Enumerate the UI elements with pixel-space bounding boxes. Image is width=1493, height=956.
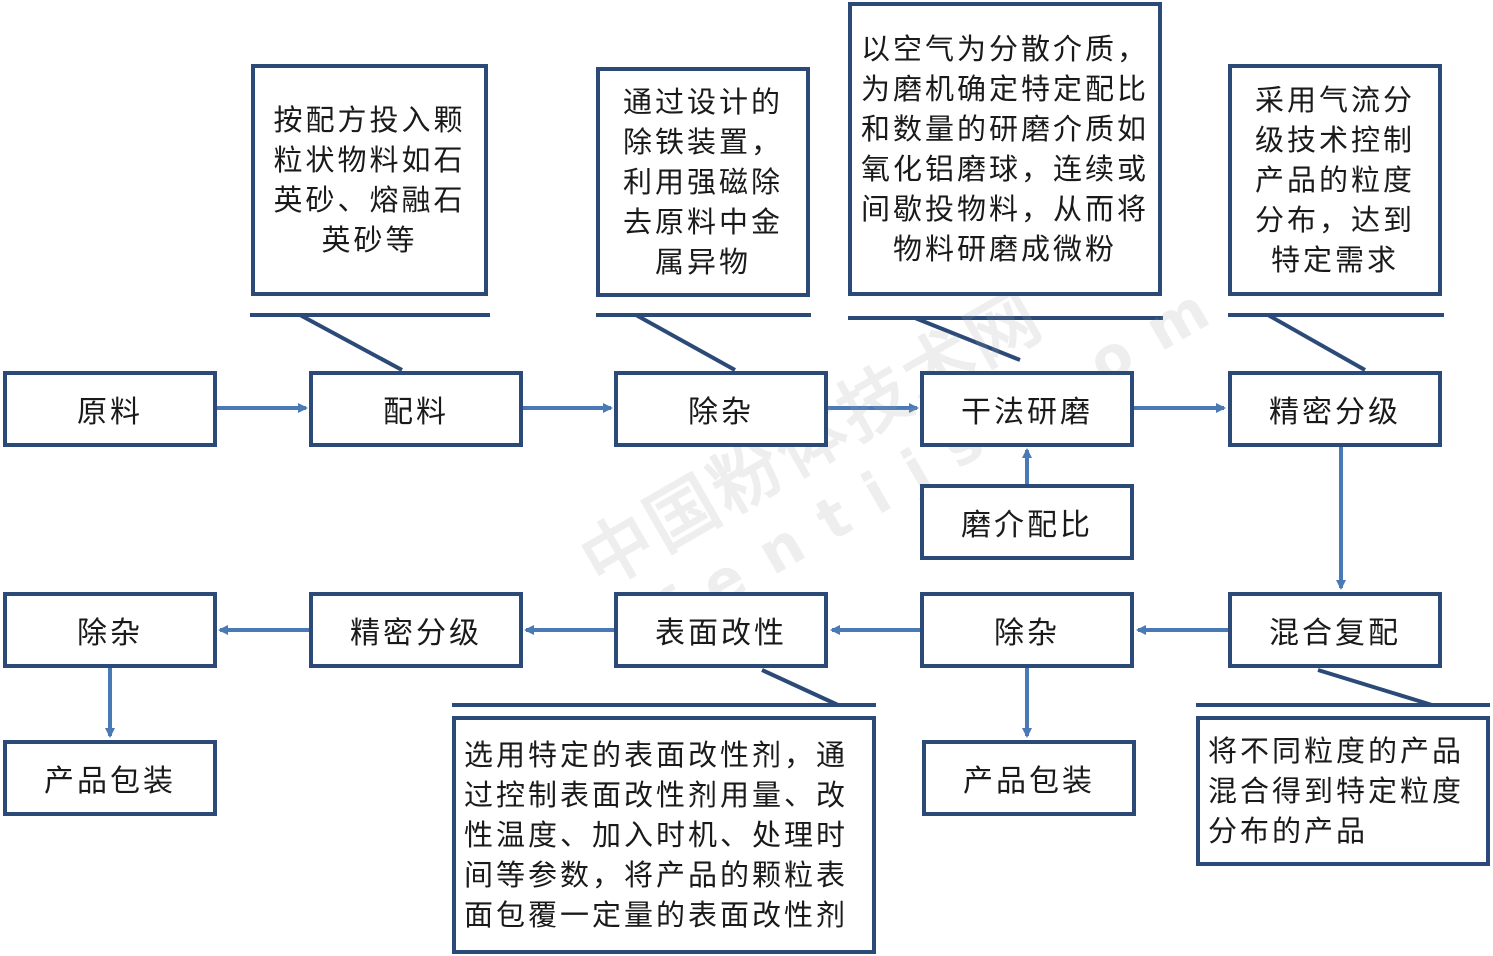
step-iron-removal-1-label: 除杂 [688, 395, 754, 430]
step-packaging-2: 产品包装 [922, 740, 1136, 816]
step-media-ratio-label: 磨介配比 [961, 508, 1093, 543]
step-packaging-1: 产品包装 [3, 740, 217, 816]
step-iron-removal-1: 除杂 [614, 371, 828, 447]
step-dry-grinding-label: 干法研磨 [961, 395, 1093, 430]
note-blending: 将不同粒度的产品混合得到特定粒度分布的产品 [1196, 716, 1490, 866]
note-blending-text: 将不同粒度的产品混合得到特定粒度分布的产品 [1208, 734, 1465, 848]
callout-slash-classify [1267, 313, 1366, 372]
note-classify-text: 采用气流分级技术控制产品的粒度分布，达到特定需求 [1254, 83, 1415, 277]
step-precision-classify-1-label: 精密分级 [1269, 395, 1401, 430]
step-iron-removal-3-label: 除杂 [77, 616, 143, 651]
step-packaging-2-label: 产品包装 [963, 764, 1095, 799]
step-packaging-1-label: 产品包装 [44, 764, 176, 799]
step-media-ratio: 磨介配比 [920, 484, 1134, 560]
note-surface: 选用特定的表面改性剂，通过控制表面改性剂用量、改性温度、加入时机、处理时间等参数… [452, 716, 876, 954]
step-batching: 配料 [309, 371, 523, 447]
step-precision-classify-2: 精密分级 [309, 592, 523, 668]
callout-slash-deiron [635, 313, 736, 372]
note-batching: 按配方投入颗粒状物料如石英砂、熔融石英砂等 [251, 64, 488, 296]
step-iron-removal-2: 除杂 [920, 592, 1134, 668]
step-precision-classify-1: 精密分级 [1228, 371, 1442, 447]
step-blending: 混合复配 [1228, 592, 1442, 668]
callout-slash-batching [299, 313, 403, 372]
step-dry-grinding: 干法研磨 [920, 371, 1134, 447]
step-precision-classify-2-label: 精密分级 [350, 616, 482, 651]
note-classify: 采用气流分级技术控制产品的粒度分布，达到特定需求 [1228, 64, 1442, 296]
callout-slash-surface [761, 668, 839, 707]
note-batching-text: 按配方投入颗粒状物料如石英砂、熔融石英砂等 [273, 103, 466, 257]
step-surface-modification: 表面改性 [614, 592, 828, 668]
step-blending-label: 混合复配 [1269, 616, 1401, 651]
note-grinding: 以空气为分散介质，为磨机确定特定配比和数量的研磨介质如氧化铝磨球，连续或间歇投物… [848, 2, 1162, 296]
note-deiron: 通过设计的除铁装置，利用强磁除去原料中金属异物 [596, 67, 810, 297]
step-iron-removal-3: 除杂 [3, 592, 217, 668]
callout-slash-grinding [914, 316, 1021, 362]
step-batching-label: 配料 [383, 395, 449, 430]
note-deiron-text: 通过设计的除铁装置，利用强磁除去原料中金属异物 [622, 85, 783, 279]
callout-slash-blending [1317, 668, 1433, 707]
step-raw-material: 原料 [3, 371, 217, 447]
step-raw-material-label: 原料 [77, 395, 143, 430]
step-iron-removal-2-label: 除杂 [994, 616, 1060, 651]
note-surface-text: 选用特定的表面改性剂，通过控制表面改性剂用量、改性温度、加入时机、处理时间等参数… [464, 738, 849, 932]
step-surface-modification-label: 表面改性 [655, 616, 787, 651]
note-grinding-text: 以空气为分散介质，为磨机确定特定配比和数量的研磨介质如氧化铝磨球，连续或间歇投物… [860, 32, 1149, 266]
